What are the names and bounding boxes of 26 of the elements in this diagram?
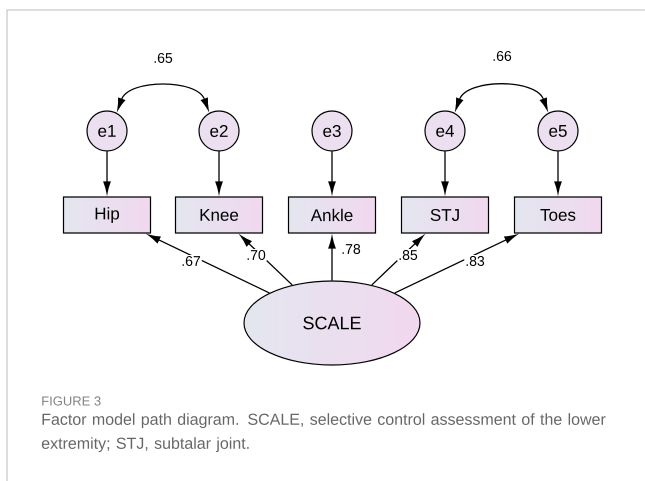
- variable-box: STJ: [400, 196, 490, 234]
- edge-label: .65: [154, 53, 172, 63]
- variable-box: Toes: [514, 196, 602, 234]
- edge-label: .83: [466, 256, 484, 266]
- edge-label: .85: [400, 250, 418, 260]
- path-arrow: [215, 152, 223, 194]
- caption: Factor model path diagram. SCALE, selective control assessment of the lower extremity; STJ, subtalar joint.: [42, 413, 606, 452]
- variable-box: Ankle: [288, 196, 376, 234]
- variable-box: Hip: [62, 196, 152, 234]
- covariance-arrow: [117, 83, 209, 110]
- path-arrow: [328, 152, 336, 194]
- edge-label: .66: [494, 51, 512, 61]
- path-arrow: [371, 236, 424, 286]
- edge-label: .70: [248, 250, 266, 260]
- path-arrow: [240, 236, 293, 286]
- variable-box: Knee: [174, 196, 264, 234]
- path-arrow: [148, 234, 270, 294]
- edge-label: .67: [182, 256, 200, 266]
- covariance-arrow: [455, 83, 548, 110]
- edge-label: .78: [342, 244, 360, 254]
- path-arrow: [441, 152, 449, 194]
- path-arrow: [394, 234, 516, 294]
- path-arrow: [554, 152, 562, 194]
- path-arrow: [328, 236, 336, 280]
- figure-label: FIGURE 3: [42, 396, 101, 406]
- path-arrow: [103, 152, 111, 194]
